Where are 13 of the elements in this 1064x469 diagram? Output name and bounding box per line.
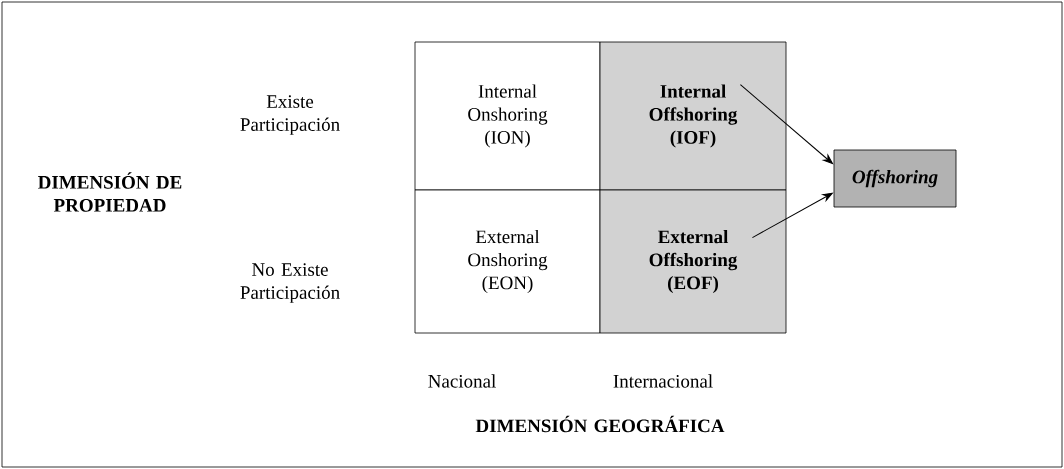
side-label: Existe Participación — [240, 95, 340, 135]
result-box: Offshoring — [833, 149, 957, 208]
column-label: Internacional — [613, 374, 713, 388]
category-cell: Internal Onshoring (ION) — [414, 41, 601, 191]
arrow — [751, 192, 833, 239]
category-cell: External Onshoring (EON) — [414, 189, 601, 334]
side-label: No Existe Participación — [240, 263, 340, 303]
arrow — [739, 84, 834, 165]
column-label: Nacional — [428, 374, 496, 388]
category-cell: Internal Offshoring (IOF) — [599, 41, 787, 191]
axis-title: DIMENSIÓN GEOGRÁFICA — [475, 415, 725, 433]
axis-title: DIMENSIÓN DE PROPIEDAD — [38, 172, 182, 212]
category-cell: External Offshoring (EOF) — [599, 189, 787, 334]
